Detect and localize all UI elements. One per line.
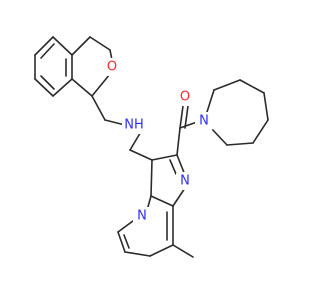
bond [52, 36, 73, 56]
atom-label: N [180, 174, 190, 189]
bond [176, 154, 186, 176]
bond [40, 75, 55, 90]
bond [89, 36, 111, 51]
bond [91, 95, 106, 121]
bond [52, 78, 73, 97]
bond [91, 73, 111, 97]
bond [34, 78, 54, 97]
atom-n-azepane: N [195, 112, 213, 130]
bond [150, 195, 174, 207]
bond [40, 43, 55, 59]
bond [176, 127, 181, 156]
bond [150, 159, 153, 197]
bond [151, 154, 178, 161]
bond [34, 36, 54, 56]
bond [124, 251, 151, 257]
atom-n-imidazole: N [176, 172, 194, 190]
atom-label: O [180, 90, 190, 105]
bond [172, 187, 186, 207]
atom-n-amine: NH [122, 116, 146, 134]
atom-label: N [199, 114, 209, 129]
bond [179, 105, 184, 129]
bond [252, 119, 269, 144]
atom-o-carbonyl: O [176, 88, 194, 106]
molecule-structure: O NH O N N N [34, 36, 269, 258]
atom-n-bridge: N [133, 207, 151, 225]
bond [239, 79, 265, 94]
bond [169, 159, 177, 175]
atom-label: NH [124, 118, 144, 133]
atom-label: N [137, 209, 147, 224]
bond [209, 126, 228, 146]
bond-layer [34, 36, 269, 258]
bond [179, 121, 198, 129]
bond [104, 119, 126, 126]
atom-o1: O [103, 58, 121, 76]
bond [117, 231, 126, 253]
bond [71, 36, 91, 56]
bond [123, 234, 130, 249]
bond [149, 244, 174, 257]
bond [184, 105, 189, 129]
atom-label-layer: O NH O N N N [103, 58, 213, 225]
bond [213, 79, 241, 91]
bond [226, 142, 254, 146]
bond [129, 149, 153, 161]
bond [206, 89, 215, 113]
bond [71, 78, 93, 97]
atom-label: O [107, 60, 117, 75]
bond [172, 244, 194, 258]
bond [263, 92, 269, 121]
